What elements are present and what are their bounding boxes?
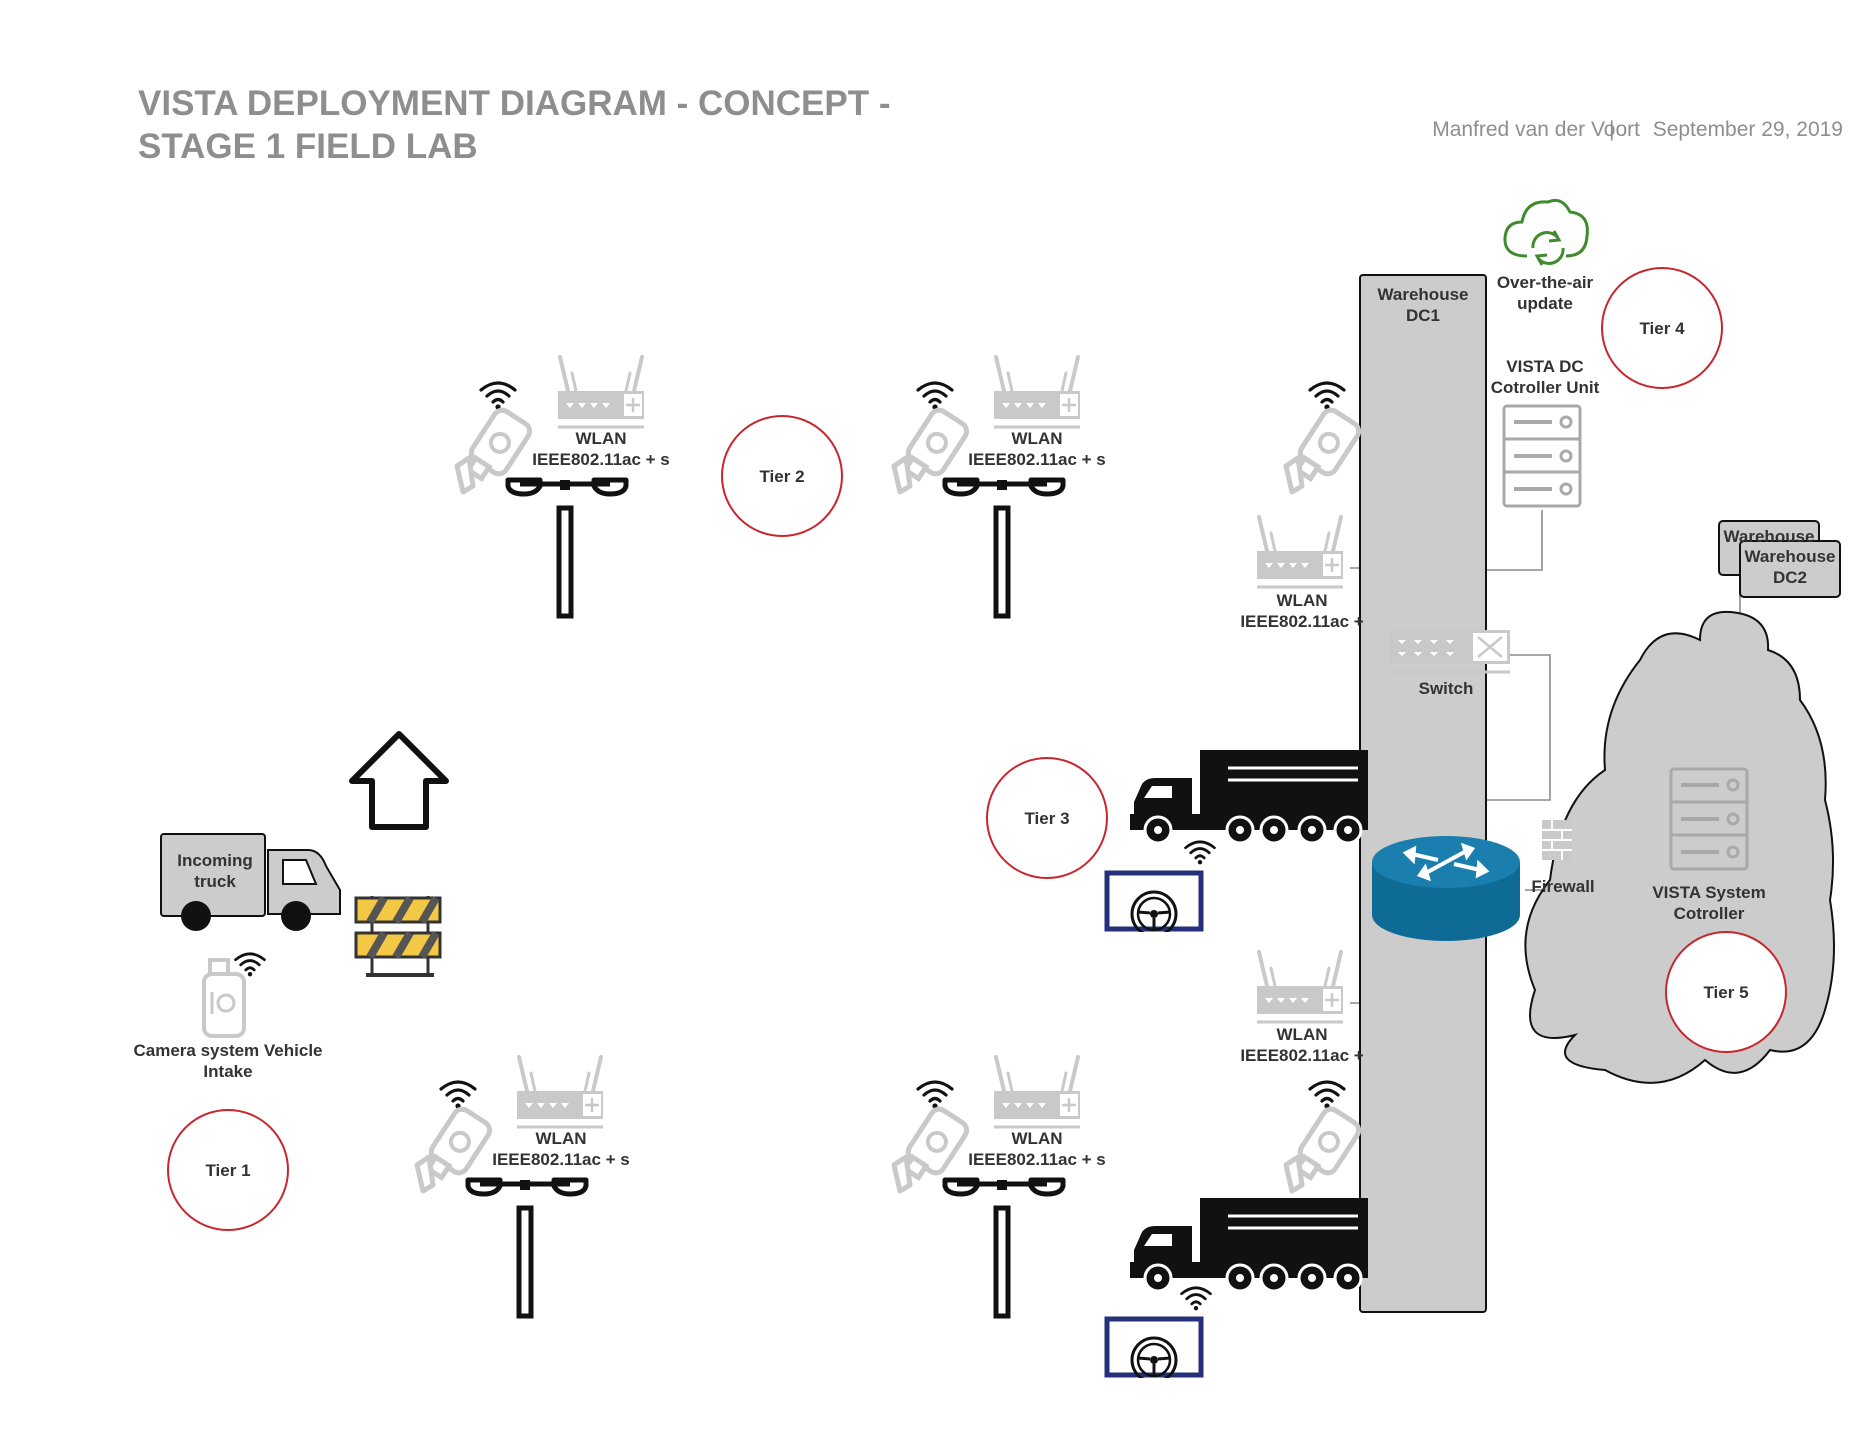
warehouse-dc2-label: Warehouse DC2 [1744,547,1836,587]
incoming-truck-icon [160,833,341,931]
connector-switch-router [1484,654,1551,840]
page-title: VISTA DEPLOYMENT DIAGRAM - CONCEPT - STAG… [138,82,891,168]
tier-3-ring [986,757,1108,879]
vista-dc-controller-label: VISTA DC Cotroller Unit [1490,357,1600,397]
wlan-label-bottom-middle: WLAN IEEE802.11ac + s [968,1128,1106,1170]
wifi-icon [916,381,954,411]
title-line-1: VISTA DEPLOYMENT DIAGRAM - CONCEPT - [138,84,891,123]
server-icon [1502,404,1582,508]
wlan-title: WLAN [1011,1129,1063,1148]
steering-wheel-icon [1107,873,1201,936]
wifi-icon [1308,1080,1346,1110]
wlan-router-icon [992,355,1082,429]
warehouse-dc2-box [1739,540,1841,598]
steering-wheel-icon [1107,1319,1201,1382]
wlan-router-icon [556,355,646,429]
tier-1-ring [167,1109,289,1231]
wlan-router-icon [515,1055,605,1129]
warehouse-dc1-label: Warehouse DC1 [1377,285,1469,325]
wifi-icon [479,381,517,411]
wlan-title: WLAN [1276,591,1328,610]
wlan-spec: IEEE802.11ac + [1240,1046,1364,1065]
vista-system-controller-label: VISTA System Cotroller [1652,883,1766,923]
ota-update-label: Over-the-air update [1496,273,1594,313]
header-separator: | [1609,118,1615,141]
camera-icon [1286,1106,1362,1191]
refresh-cloud-icon [1503,198,1589,266]
camera-icon [202,958,246,1038]
wlan-label-dc1-lower: WLAN IEEE802.11ac + [1240,1024,1363,1066]
street-lamp-icon [468,1180,586,1316]
wifi-icon [916,1080,954,1110]
street-lamp-icon [945,480,1063,616]
wlan-spec: IEEE802.11ac + [1240,612,1364,631]
house-icon [349,731,449,830]
wifi-icon [1180,1286,1212,1312]
wlan-spec: IEEE802.11ac + s [968,1150,1106,1169]
firewall-label: Firewall [1531,877,1595,896]
router-icon [1372,836,1520,941]
street-lamp-icon [508,480,626,616]
street-lamp-icon [945,1180,1063,1316]
tier-4-label: Tier 4 [1639,319,1685,338]
publish-date: September 29, 2019 [1652,118,1843,141]
street-cluster-bottom-middle [894,1055,1082,1316]
wlan-spec: IEEE802.11ac + s [968,450,1106,469]
connector-dc-controller-switch [1479,510,1543,640]
incoming-truck-label: Incoming truck [177,851,253,891]
author-name: Manfred van der Voort [1432,118,1640,141]
tier-2-ring [721,415,843,537]
wlan-title: WLAN [575,429,627,448]
tier-4-ring [1601,267,1723,389]
wlan-router-icon [1255,950,1345,1024]
wlan-label-dc1-upper: WLAN IEEE802.11ac + [1240,590,1363,632]
wifi-icon [1308,381,1346,411]
tier-3-label: Tier 3 [1024,809,1070,828]
tier-5-label: Tier 5 [1703,983,1749,1002]
street-cluster-top-middle [894,355,1082,616]
switch-label: Switch [1418,679,1474,698]
street-cluster-top-left [457,355,646,616]
tier-1-label: Tier 1 [205,1161,251,1180]
wlan-label-bottom-left: WLAN IEEE802.11ac + s [492,1128,630,1170]
warehouse-back-label: Warehouse [1723,527,1815,546]
tier-5-ring [1665,931,1787,1053]
wlan-title: WLAN [1011,429,1063,448]
camera-intake-label: Camera system Vehicle Intake [133,1041,323,1081]
wlan-spec: IEEE802.11ac + s [492,1150,630,1169]
tier-2-label: Tier 2 [759,467,805,486]
camera-icon [1286,407,1362,492]
wlan-label-top-left: WLAN IEEE802.11ac + s [532,428,670,470]
wifi-icon [1184,840,1216,866]
truck-icon [1128,750,1368,845]
wlan-label-top-middle: WLAN IEEE802.11ac + s [968,428,1106,470]
firewall-icon [1542,820,1572,860]
wlan-router-icon [1255,515,1345,589]
wlan-router-icon [992,1055,1082,1129]
wifi-icon [439,1080,477,1110]
truck-icon [1128,1198,1368,1293]
wlan-title: WLAN [1276,1025,1328,1044]
title-line-2: STAGE 1 FIELD LAB [138,127,478,166]
barrier-icon [354,895,442,977]
wlan-title: WLAN [535,1129,587,1148]
wlan-spec: IEEE802.11ac + s [532,450,670,469]
warehouse-dc1-container [1359,274,1487,1313]
street-cluster-bottom-left [417,1055,605,1316]
switch-icon [1390,630,1510,674]
